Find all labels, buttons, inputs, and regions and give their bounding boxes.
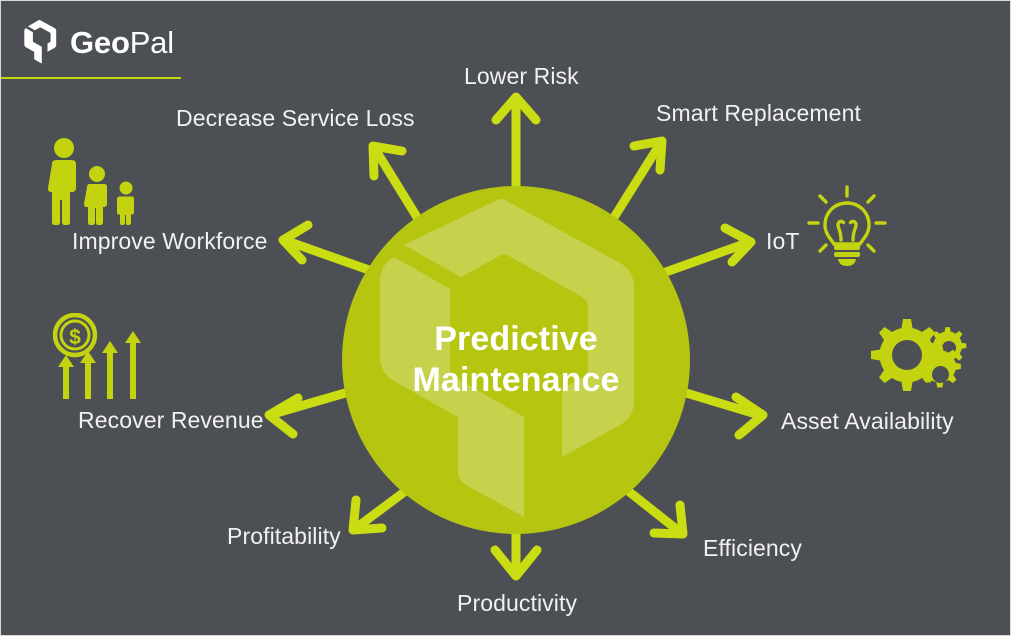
spoke-label-iot[interactable]: IoT: [766, 228, 800, 254]
spoke-label-improve-workforce[interactable]: Improve Workforce: [72, 228, 268, 254]
hub-title-line2: Maintenance: [412, 361, 620, 399]
central-hub-circle: Predictive Maintenance: [342, 186, 690, 534]
spoke-label-recover-revenue[interactable]: Recover Revenue: [78, 407, 264, 433]
brand-name-part1: Geo: [70, 24, 130, 60]
hub-title-line1: Predictive: [434, 319, 598, 358]
hub-watermark-logo-icon: [380, 198, 634, 517]
geopal-cube-logo-icon: [24, 19, 57, 64]
spoke-label-efficiency[interactable]: Efficiency: [703, 535, 803, 561]
dollar-coin-rising-arrows-icon: $: [52, 313, 141, 399]
lightbulb-icon: [807, 185, 887, 266]
brand-underline-rule: [1, 77, 181, 79]
brand-name-part2: Pal: [129, 24, 174, 60]
hub-title: Predictive Maintenance: [342, 186, 690, 534]
brand-name: GeoPal: [70, 27, 174, 58]
spoke-label-productivity[interactable]: Productivity: [457, 590, 578, 616]
arrow-lower-risk: [491, 92, 541, 196]
brand-logo: GeoPal: [23, 19, 174, 65]
spoke-label-profitability[interactable]: Profitability: [227, 523, 341, 549]
three-people-icon: [48, 138, 134, 225]
spoke-label-lower-risk[interactable]: Lower Risk: [464, 63, 579, 89]
spoke-label-decrease-service-loss[interactable]: Decrease Service Loss: [176, 105, 415, 131]
spoke-label-asset-availability[interactable]: Asset Availability: [781, 408, 954, 434]
three-gears-icon: [871, 319, 967, 391]
svg-text:$: $: [69, 326, 81, 349]
spoke-label-smart-replacement[interactable]: Smart Replacement: [656, 100, 861, 126]
